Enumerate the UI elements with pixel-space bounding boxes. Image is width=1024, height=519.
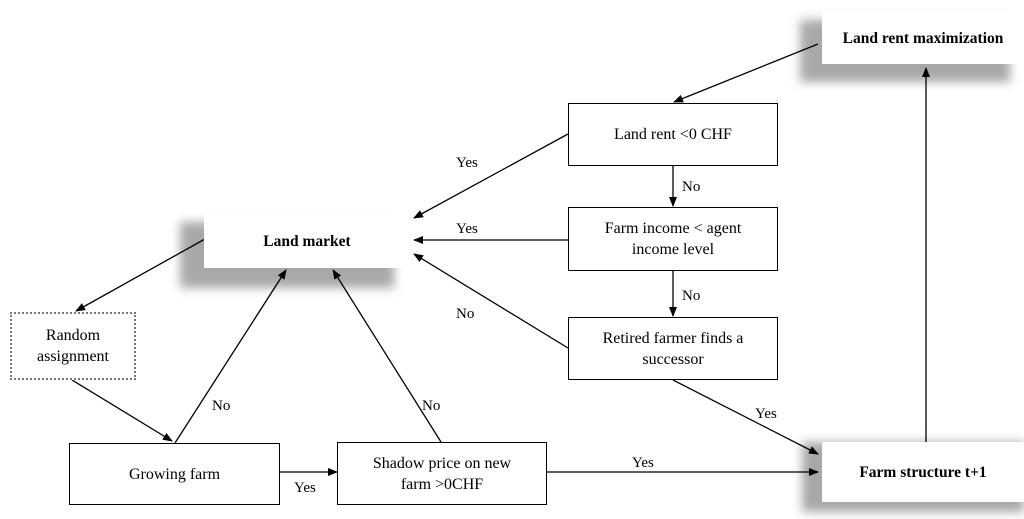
land-market-label: Land market [263,232,351,250]
edge-label-shadow-no: No [422,398,441,414]
edge-label-retired-yes: Yes [755,406,777,422]
growing-farm-node: Growing farm [69,443,280,505]
retired-farmer-line-1: Retired farmer finds a [602,329,744,347]
farm-income-line-2: income level [631,241,715,258]
edge-label-income-no: No [682,288,701,304]
land-rent-check-label: Land rent <0 CHF [614,126,732,143]
edge-label-retired-no: No [456,306,475,322]
random-assignment-node: Random assignment [10,312,136,380]
edge-label-growing-to-shadow-yes: Yes [294,480,316,496]
edge-max-to-rent [673,43,819,103]
land-rent-maximization-label: Land rent maximization [842,29,1004,47]
farm-structure-node: Farm structure t+1 [822,442,1024,502]
farm-structure-label: Farm structure t+1 [859,463,987,481]
edge-rent-to-market [413,133,569,219]
random-assignment-line-2: assignment [37,348,109,365]
edge-label-income-yes: Yes [456,221,478,237]
retired-farmer-line-2: successor [642,350,704,368]
shadow-price-line-2: farm >0CHF [400,475,484,493]
edge-label-rent-yes: Yes [456,155,478,171]
random-assignment-line-1: Random [45,327,101,344]
edge-label-growing-no: No [212,398,231,414]
land-rent-check-node: Land rent <0 CHF [568,103,778,166]
shadow-price-line-1: Shadow price on new [372,454,512,472]
edge-random-to-growing [71,379,173,442]
edge-retired-to-market [413,253,569,349]
retired-farmer-node: Retired farmer finds a successor [568,317,778,380]
edge-label-shadow-yes: Yes [632,455,654,471]
farm-income-line-1: Farm income < agent [604,220,742,237]
edge-label-rent-no: No [682,179,701,195]
edge-market-to-random [75,238,206,312]
land-rent-maximization-node: Land rent maximization [822,12,1024,64]
land-market-node: Land market [204,214,410,268]
shadow-price-node: Shadow price on new farm >0CHF [337,442,547,505]
growing-farm-label: Growing farm [128,465,221,483]
edge-retired-to-structure [672,379,819,455]
farm-income-check-node: Farm income < agent income level [568,207,778,271]
edge-shadow-to-market [332,269,442,443]
edge-growing-to-market [174,269,287,444]
